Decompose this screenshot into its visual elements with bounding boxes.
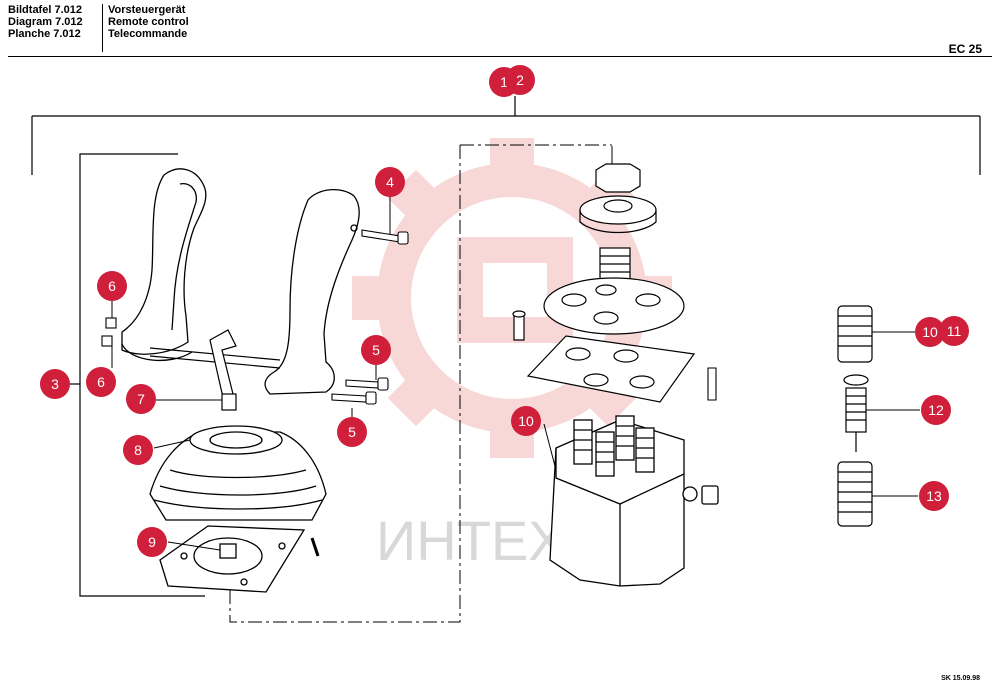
callout-1-label: 1 xyxy=(500,74,508,90)
callout-11: 11 xyxy=(939,316,969,346)
callout-5-lower-label: 5 xyxy=(348,424,356,440)
callout-6-upper-label: 6 xyxy=(108,278,116,294)
spring-middle xyxy=(843,374,869,452)
callout-3: 3 xyxy=(40,369,70,399)
callout-3-label: 3 xyxy=(51,376,59,392)
leader-lines xyxy=(111,146,928,551)
pin xyxy=(512,310,526,341)
callout-9-label: 9 xyxy=(148,534,156,550)
rubber-boot xyxy=(149,425,327,521)
callout-8-label: 8 xyxy=(134,442,142,458)
callout-13-label: 13 xyxy=(926,488,942,504)
watermark-text: ИНТЕХ xyxy=(376,509,566,572)
valve-plate-round xyxy=(543,277,685,335)
valve-gasket-square xyxy=(526,335,696,403)
callout-7-label: 7 xyxy=(137,391,145,407)
spring-top xyxy=(837,305,873,363)
callout-9: 9 xyxy=(137,527,167,557)
callout-13: 13 xyxy=(919,481,949,511)
callout-5-upper: 5 xyxy=(361,335,391,365)
callout-8: 8 xyxy=(123,435,153,465)
spring-bottom xyxy=(837,461,873,527)
base-plate xyxy=(159,525,306,593)
callout-4-label: 4 xyxy=(386,174,394,190)
callout-2-label: 2 xyxy=(516,72,524,88)
callout-2: 2 xyxy=(505,65,535,95)
callout-10-spring: 10 xyxy=(915,317,945,347)
callout-10-body: 10 xyxy=(511,406,541,436)
diagram-label-de: Bildtafel 7.012 xyxy=(8,4,82,16)
handle-shell-right xyxy=(264,189,360,395)
title-de: Vorsteuergerät xyxy=(108,4,186,16)
title-fr: Telecommande xyxy=(108,28,188,40)
title-en: Remote control xyxy=(108,16,189,28)
screws xyxy=(101,229,717,557)
dashdot-outlines xyxy=(229,144,612,623)
lever-rod xyxy=(209,329,237,411)
diagram-label-fr: Planche 7.012 xyxy=(8,28,81,40)
callout-12-label: 12 xyxy=(928,402,944,418)
handle-shell-left xyxy=(121,168,207,362)
header-labels: Bildtafel 7.012 Diagram 7.012 Planche 7.… xyxy=(8,4,83,40)
header-divider xyxy=(102,4,103,52)
callout-7: 7 xyxy=(126,384,156,414)
callout-4: 4 xyxy=(375,167,405,197)
assembly-brackets xyxy=(31,96,981,597)
header-titles: Vorsteuergerät Remote control Telecomman… xyxy=(108,4,189,40)
callout-10-spring-label: 10 xyxy=(922,324,938,340)
callout-11-label: 11 xyxy=(947,323,962,339)
callout-6-upper: 6 xyxy=(97,271,127,301)
model-label: EC 25 xyxy=(948,42,982,56)
header-rule xyxy=(8,56,992,57)
callout-6-lower: 6 xyxy=(86,367,116,397)
callout-10-body-label: 10 xyxy=(518,413,534,429)
callout-12: 12 xyxy=(921,395,951,425)
callout-6-lower-label: 6 xyxy=(97,374,105,390)
callout-5-lower: 5 xyxy=(337,417,367,447)
footer-code: SK 15.09.98 xyxy=(941,675,980,682)
valve-body xyxy=(549,415,719,587)
diagram-label-en: Diagram 7.012 xyxy=(8,16,83,28)
callout-5-upper-label: 5 xyxy=(372,342,380,358)
